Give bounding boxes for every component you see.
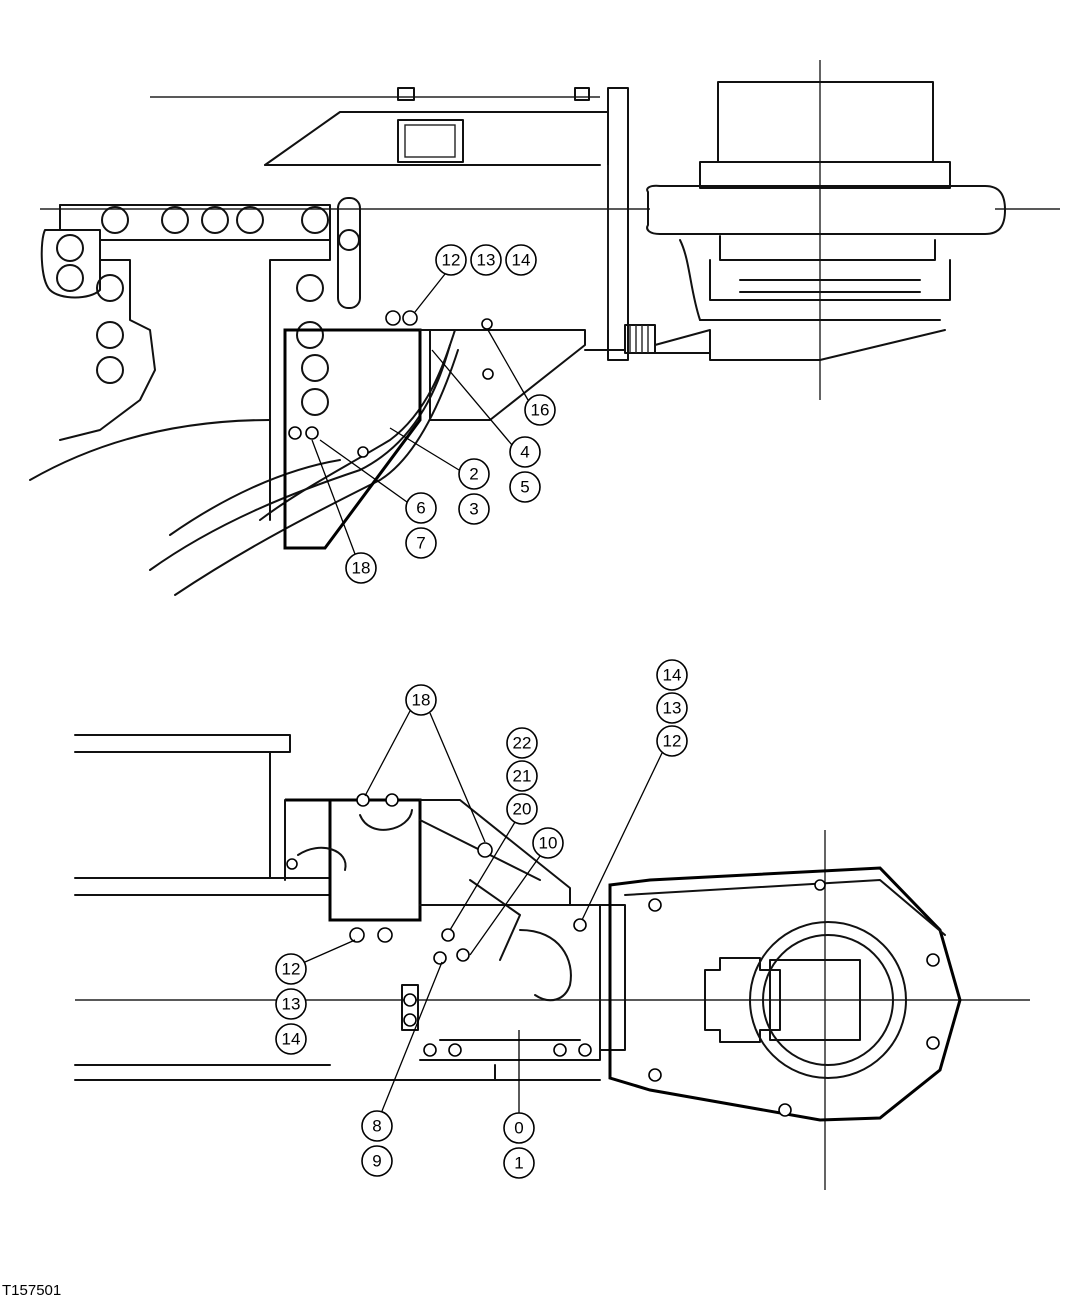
svg-text:21: 21 — [513, 767, 532, 786]
svg-text:6: 6 — [416, 499, 425, 518]
svg-text:2: 2 — [469, 465, 478, 484]
callout-18-top: 18 — [345, 552, 377, 584]
roller-row — [56, 206, 329, 416]
svg-text:13: 13 — [663, 699, 682, 718]
svg-text:20: 20 — [513, 800, 532, 819]
callout-12-right: 12 — [656, 725, 688, 757]
svg-text:14: 14 — [282, 1030, 301, 1049]
callout-20: 20 — [506, 793, 538, 825]
svg-text:18: 18 — [412, 691, 431, 710]
callout-7: 7 — [405, 527, 437, 559]
svg-text:7: 7 — [416, 534, 425, 553]
svg-text:12: 12 — [282, 960, 301, 979]
callouts-bottom: 18 22 21 20 10 14 13 — [275, 659, 688, 1179]
svg-text:1: 1 — [514, 1154, 523, 1173]
top-view — [29, 60, 1060, 596]
callout-21: 21 — [506, 760, 538, 792]
callout-1: 1 — [503, 1147, 535, 1179]
svg-text:0: 0 — [514, 1119, 523, 1138]
svg-text:14: 14 — [512, 251, 531, 270]
callout-13-right: 13 — [656, 692, 688, 724]
callout-9: 9 — [361, 1145, 393, 1177]
callout-12-top: 12 — [435, 244, 467, 276]
svg-text:16: 16 — [531, 401, 550, 420]
callout-18-bottom: 18 — [405, 684, 437, 716]
callout-13-top: 13 — [470, 244, 502, 276]
svg-text:9: 9 — [372, 1152, 381, 1171]
svg-text:22: 22 — [513, 734, 532, 753]
svg-text:18: 18 — [352, 559, 371, 578]
callout-6: 6 — [405, 492, 437, 524]
svg-text:13: 13 — [477, 251, 496, 270]
callout-4: 4 — [509, 436, 541, 468]
svg-text:5: 5 — [520, 478, 529, 497]
svg-text:13: 13 — [282, 995, 301, 1014]
bolt-cluster-bottom — [286, 793, 592, 1057]
callout-3: 3 — [458, 493, 490, 525]
bolt-cluster-top — [288, 310, 493, 440]
callout-0: 0 — [503, 1112, 535, 1144]
callouts-top: 12 13 14 16 4 5 2 3 — [311, 244, 556, 584]
svg-text:10: 10 — [539, 834, 558, 853]
callout-13-left: 13 — [275, 988, 307, 1020]
callout-10: 10 — [532, 827, 564, 859]
svg-text:12: 12 — [442, 251, 461, 270]
callout-14-left: 14 — [275, 1023, 307, 1055]
callout-16: 16 — [524, 394, 556, 426]
figure-id: T157501 — [2, 1282, 62, 1299]
callout-12-left: 12 — [275, 953, 307, 985]
callout-5: 5 — [509, 471, 541, 503]
callout-14-top: 14 — [505, 244, 537, 276]
svg-text:14: 14 — [663, 666, 682, 685]
svg-text:3: 3 — [469, 500, 478, 519]
callout-14-right: 14 — [656, 659, 688, 691]
svg-text:12: 12 — [663, 732, 682, 751]
callout-2: 2 — [458, 458, 490, 490]
callout-22: 22 — [506, 727, 538, 759]
bottom-view — [74, 734, 1030, 1190]
svg-text:4: 4 — [520, 443, 529, 462]
svg-text:8: 8 — [372, 1117, 381, 1136]
callout-8: 8 — [361, 1110, 393, 1142]
